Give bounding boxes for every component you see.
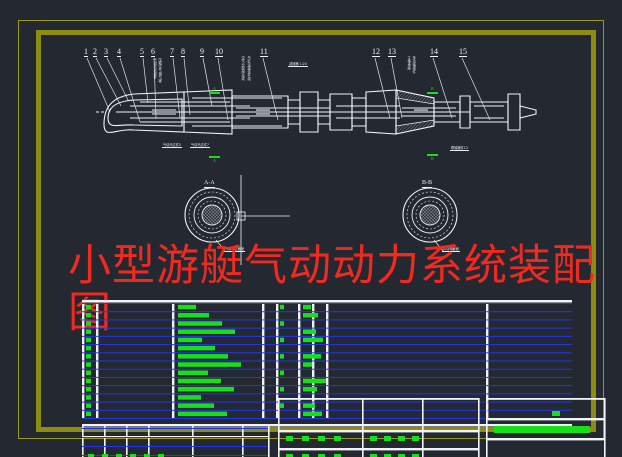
section-arrow — [209, 156, 220, 158]
leader-number: 13 — [388, 47, 396, 57]
section-letter: B — [431, 156, 434, 161]
detail-callout: 气动马达件5 — [162, 143, 182, 148]
tail-hatch-upper — [395, 89, 435, 105]
section-arrow — [427, 92, 438, 94]
leader-number: 6 — [151, 47, 155, 57]
section-letter: A — [213, 86, 216, 91]
leader-number: 1 — [84, 47, 88, 57]
sheet-border-outer — [18, 20, 604, 439]
sheet-border-inner — [36, 30, 596, 432]
vertical-annotation: 传动轴组件 — [411, 56, 416, 74]
bill-of-materials-table[interactable] — [0, 298, 622, 457]
vertical-annotation: 气缸活塞连杆组 — [246, 56, 251, 81]
leader-number: 12 — [372, 47, 380, 57]
leader-number: 15 — [459, 47, 467, 57]
detail-callout: 联轴器件13 — [450, 146, 469, 151]
section-views[interactable] — [0, 170, 622, 290]
section-view-label: B-B — [422, 180, 433, 188]
section-letter: B — [431, 86, 434, 91]
leader-number: 11 — [260, 47, 268, 57]
section-arrow — [209, 92, 220, 94]
section-view-note: 传动轴截面 — [442, 247, 460, 252]
leader-number: 10 — [215, 47, 223, 57]
leader-number: 8 — [181, 47, 185, 57]
detail-callout: 气动马达件7 — [190, 143, 210, 148]
leader-number: 2 — [93, 47, 97, 57]
vertical-annotation: 压缩空气储气罐 — [157, 58, 162, 83]
leader-number: 14 — [430, 47, 438, 57]
hull-outline — [96, 89, 537, 135]
leader-number: 7 — [170, 47, 174, 57]
section-arrow — [427, 154, 438, 156]
detail-callout: 减速器 1:20 — [288, 62, 308, 67]
vertical-annotation: 气动马达组件 — [152, 58, 157, 79]
section-view-label: A-A — [204, 180, 215, 188]
leader-number: 5 — [140, 47, 144, 57]
leader-number: 9 — [200, 47, 204, 57]
a-a-centerlines — [236, 175, 290, 265]
drawing-red-title: 小型游艇气动动力系统装配图 — [68, 241, 596, 338]
leader-number: 4 — [117, 47, 121, 57]
vertical-annotation: 主轴承座 — [406, 56, 411, 70]
section-view-note: 气动马达截面 — [224, 247, 246, 252]
section-letter: A — [213, 158, 216, 163]
vertical-annotation: 空气分配阀总成 — [240, 56, 245, 81]
main-assembly-view[interactable] — [0, 0, 622, 180]
leader-number: 3 — [104, 47, 108, 57]
tail-hatch-lower — [395, 119, 435, 135]
